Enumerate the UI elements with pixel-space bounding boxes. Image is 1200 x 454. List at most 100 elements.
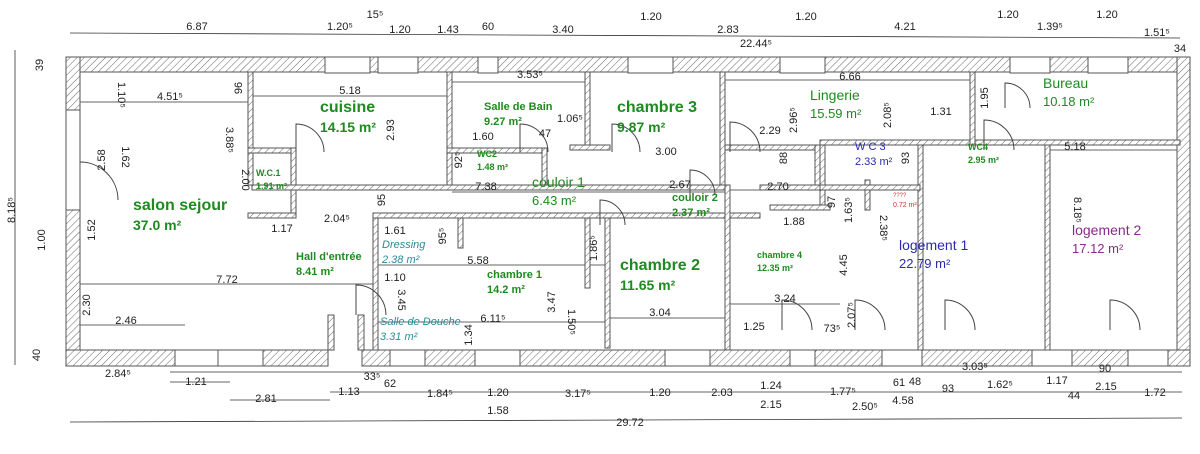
room-name: couloir 2	[672, 192, 718, 204]
window	[217, 349, 264, 367]
room-name: WC2	[477, 149, 497, 159]
dimension-label: 1.13	[338, 386, 359, 398]
dimension-label: 4.21	[894, 21, 915, 33]
wall	[457, 217, 464, 249]
dimension-label: 8.18⁵	[6, 197, 18, 223]
dimension-label: 7.38	[475, 181, 496, 193]
dimension-label: 1.39⁵	[1037, 21, 1063, 33]
door-swing	[1109, 299, 1141, 331]
dimension-label: 4.45	[838, 254, 850, 275]
wall	[584, 71, 591, 146]
wall	[357, 314, 365, 351]
wall	[247, 71, 254, 186]
wall	[446, 71, 453, 186]
dimension-label: 1.06⁵	[557, 113, 583, 125]
window	[174, 349, 221, 367]
room-area: 37.0 m²	[133, 217, 182, 233]
dimension-label: 3.88⁵	[223, 127, 235, 153]
room-label: couloir 16.43 m²	[532, 174, 585, 208]
wall	[769, 204, 831, 211]
dimension-label: 1.63⁵	[843, 197, 855, 223]
dimension-label: 2.07⁵	[846, 302, 858, 328]
wall	[372, 217, 379, 351]
room-area: 17.12 m²	[1072, 241, 1124, 256]
wall	[584, 217, 591, 289]
room-area: 15.59 m²	[810, 106, 862, 121]
dimension-label: 1.88	[783, 216, 804, 228]
dimension-label: 1.20	[1096, 9, 1117, 21]
dimension-label: 3.47	[546, 291, 558, 312]
wall	[819, 139, 1181, 146]
dimension-label: 15⁵	[367, 9, 384, 21]
dimension-label: 2.00	[239, 169, 251, 190]
dimension-label: 3.03⁵	[962, 361, 988, 373]
room-area: 12.35 m²	[757, 263, 793, 273]
room-area: 14.15 m²	[320, 119, 376, 135]
window	[377, 56, 419, 74]
window	[1087, 56, 1129, 74]
dimension-label: 1.50⁵	[565, 309, 577, 335]
dimension-label: 1.43	[437, 24, 458, 36]
dimension-label: 1.20⁵	[327, 21, 353, 33]
room-area: 2.95 m²	[968, 155, 999, 165]
dimension-label: 1.34	[463, 324, 475, 345]
dimension-label: 8.18⁵	[1071, 197, 1083, 223]
dimension-label: 2.29	[759, 125, 780, 137]
window	[1127, 349, 1169, 367]
wall	[361, 349, 1191, 367]
dimension-label: 7.72	[216, 274, 237, 286]
dimension-label: 2.38⁵	[877, 215, 889, 241]
dimension-label: 1.10	[384, 272, 405, 284]
window	[474, 349, 521, 367]
window	[477, 56, 499, 74]
room-name: Bureau	[1043, 75, 1088, 91]
dimension-label: 2.96⁵	[788, 107, 800, 133]
dimension-label: 6.11⁵	[480, 313, 505, 325]
room-name: Hall d'entrée	[296, 251, 362, 263]
dimension-line	[69, 32, 1181, 39]
room-name: cuisine	[320, 99, 375, 116]
dimension-label: 3.24	[774, 293, 795, 305]
window	[664, 349, 711, 367]
room-area: 2.38 m²	[381, 254, 420, 266]
dimension-label: 1.20	[997, 9, 1018, 21]
dimension-label: 93	[900, 152, 912, 164]
window	[324, 56, 371, 74]
wall	[569, 144, 611, 151]
door-swing	[79, 161, 119, 201]
door-swing	[1004, 82, 1031, 109]
room-name: chambre 3	[617, 99, 697, 116]
dimension-label: 2.70	[767, 181, 788, 193]
dimension-label: 1.00	[36, 229, 48, 250]
room-name: W C 3	[855, 141, 886, 153]
dimension-label: 2.30	[81, 294, 93, 315]
dimension-label: 1.95	[979, 87, 991, 108]
wall	[604, 217, 611, 349]
room-area: 9.27 m²	[484, 116, 522, 128]
dimension-label: 1.20	[795, 11, 816, 23]
dimension-label: 62	[384, 378, 396, 390]
dimension-label: 3.04	[649, 307, 670, 319]
dimension-label: 2.46	[115, 315, 136, 327]
door-swing	[781, 299, 813, 331]
dimension-label: 47	[539, 128, 551, 140]
dimension-label: 3.45	[395, 289, 407, 310]
door-swing	[599, 199, 626, 226]
dimension-label: 1.21	[185, 376, 206, 388]
dimension-label: 92⁵	[453, 152, 465, 169]
window	[789, 349, 816, 367]
room-name: W.C.1	[256, 168, 281, 178]
window	[881, 349, 923, 367]
dimension-label: 2.81	[255, 393, 276, 405]
window	[389, 349, 426, 367]
room-name: Salle de Douche	[380, 316, 461, 328]
dimension-label: 1.31	[930, 106, 951, 118]
dimension-label: 5.18	[339, 85, 360, 97]
dimension-label: 1.17	[271, 223, 292, 235]
